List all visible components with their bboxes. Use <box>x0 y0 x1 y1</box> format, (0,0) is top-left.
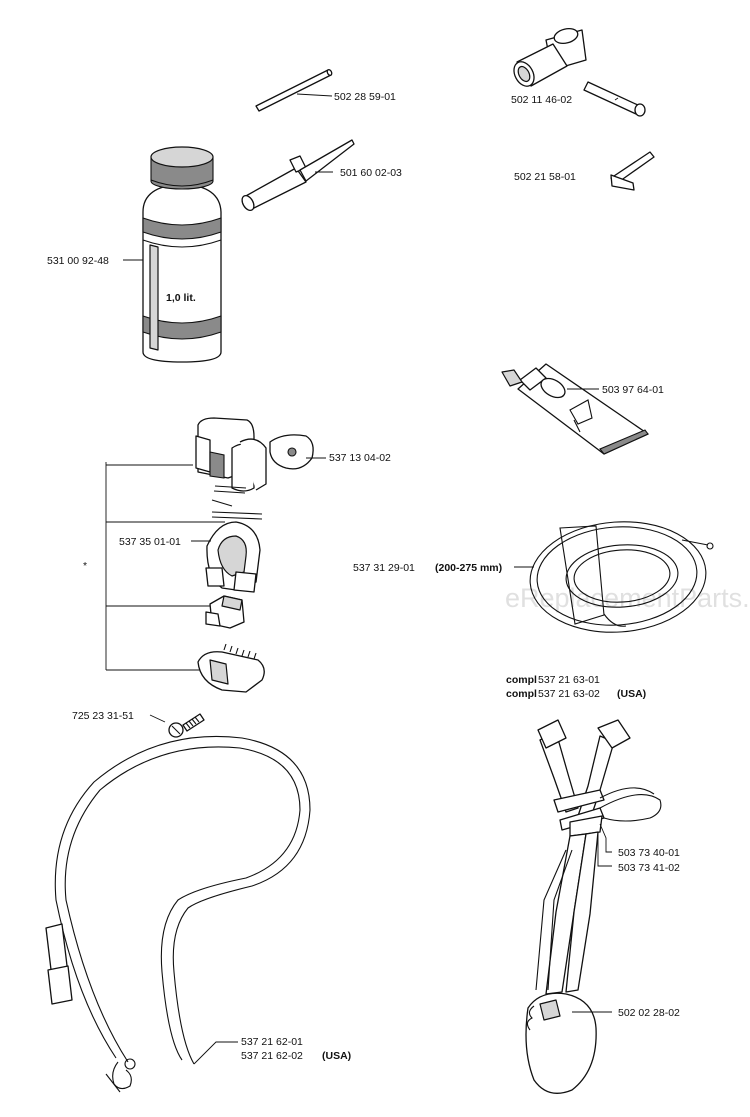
combination-wrench-part-number: 502 11 46-02 <box>511 94 572 106</box>
combination-wrench-drawing <box>513 27 646 117</box>
file-tool-part-number: 501 60 02-03 <box>340 167 402 179</box>
assembly-bracket <box>105 462 225 671</box>
harness-compl-1-part-number: 537 21 63-01 <box>538 674 600 686</box>
grease-tube-drawing <box>501 363 649 455</box>
hex-key-drawing <box>610 151 655 191</box>
oil-bottle-marking: 1,0 lit. <box>166 292 196 304</box>
oil-bottle-drawing <box>142 146 222 363</box>
oil-bottle-part-number: 531 00 92-48 <box>47 255 109 267</box>
harness-hook-drawing <box>205 521 261 593</box>
shoulder-strap-drawing <box>45 735 311 1093</box>
harness-clamp-drawing <box>195 417 314 520</box>
trimmer-line-note: (200-275 mm) <box>435 562 502 574</box>
harness-compl-2-note: (USA) <box>617 688 646 700</box>
strap-buckle-1-leader <box>599 823 612 853</box>
hex-key-part-number: 502 21 58-01 <box>514 171 576 183</box>
hip-pad-part-number: 502 02 28-02 <box>618 1007 680 1019</box>
shoulder-strap-2-part-number: 537 21 62-02 <box>241 1050 303 1062</box>
harness-compl-2-prefix: compl <box>506 688 537 700</box>
grease-tube-part-number: 503 97 64-01 <box>602 384 664 396</box>
strap-buckle-2-leader <box>597 834 612 867</box>
file-tool-drawing <box>241 139 355 212</box>
clamp-base-drawing <box>197 643 265 693</box>
harness-compl-2-part-number: 537 21 63-02 <box>538 688 600 700</box>
harness-hook-part-number: 537 35 01-01 <box>119 536 181 548</box>
watermark: eReplacementParts.com <box>505 583 750 613</box>
trimmer-line-part-number: 537 31 29-01 <box>353 562 415 574</box>
harness-compl-1-prefix: compl <box>506 674 537 686</box>
strap-buckle-2-part-number: 503 73 41-02 <box>618 862 680 874</box>
screw-drawing <box>168 713 205 738</box>
screw-leader <box>149 714 166 723</box>
trimmer-line-drawing <box>529 521 714 633</box>
buckle-insert-drawing <box>205 595 245 629</box>
strap-buckle-1-part-number: 503 73 40-01 <box>618 847 680 859</box>
rod-drawing <box>255 69 333 112</box>
rod-leader <box>296 93 333 97</box>
harness-clamp-part-number: 537 13 04-02 <box>329 452 391 464</box>
shoulder-strap-leader <box>193 1041 238 1065</box>
rod-part-number: 502 28 59-01 <box>334 91 396 103</box>
shoulder-strap-2-note: (USA) <box>322 1050 351 1062</box>
assembly-marker: * <box>83 560 87 572</box>
shoulder-strap-1-part-number: 537 21 62-01 <box>241 1036 303 1048</box>
combination-wrench-leader <box>614 97 619 101</box>
harness-drawing <box>525 719 662 1094</box>
screw-part-number: 725 23 31-51 <box>72 710 134 722</box>
